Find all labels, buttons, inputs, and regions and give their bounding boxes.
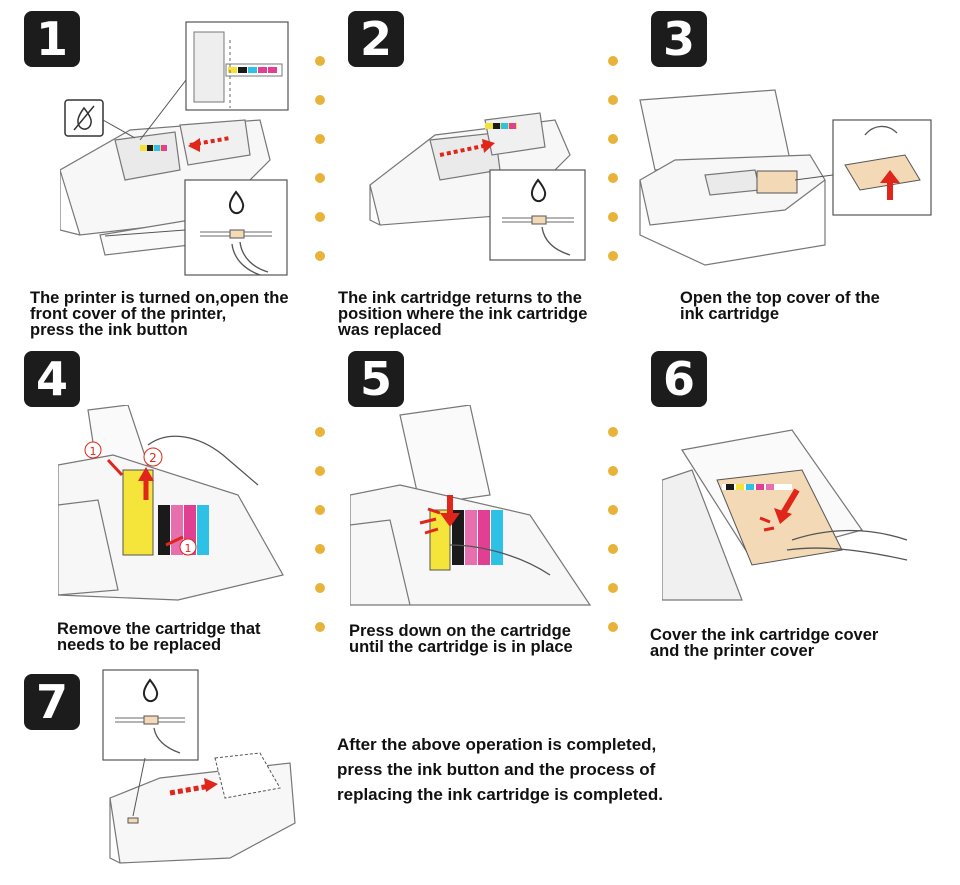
step-1-illustration — [60, 20, 300, 280]
step-6-badge: 6 — [651, 351, 707, 407]
step-5-badge: 5 — [348, 351, 404, 407]
step-4-caption: Remove the cartridge that needs to be re… — [57, 620, 261, 654]
step-2-caption: The ink cartridge returns to the positio… — [338, 289, 588, 339]
callout-circle-1a: 1 — [84, 441, 102, 459]
svg-text:2: 2 — [149, 451, 157, 465]
step-6-caption: Cover the ink cartridge cover and the pr… — [650, 626, 879, 660]
step-5-caption: Press down on the cartridge until the ca… — [349, 622, 573, 656]
separator-dots-row1-a — [315, 56, 327, 290]
callout-circle-2: 2 — [143, 447, 163, 467]
ink-button-inset — [184, 179, 288, 276]
step-7-illustration — [100, 668, 300, 868]
step-3-badge: 3 — [651, 11, 707, 67]
step-2-badge: 2 — [348, 11, 404, 67]
step-7-badge: 7 — [24, 674, 80, 730]
step-4-illustration: 1 2 1 — [58, 405, 298, 605]
step-7-caption: After the above operation is completed, … — [337, 735, 663, 804]
step-1-caption: The printer is turned on,open the front … — [30, 289, 289, 339]
step-3-caption: Open the top cover of the ink cartridge — [680, 289, 880, 323]
step-1-badge: 1 — [24, 11, 80, 67]
separator-dots-row2-a — [315, 427, 327, 661]
warning-icon — [64, 99, 104, 137]
step-4-badge: 4 — [24, 351, 80, 407]
ink-button-inset-2 — [489, 169, 586, 261]
separator-dots-row2-b — [608, 427, 620, 661]
separator-dots-row1-b — [608, 56, 620, 290]
step-6-illustration — [662, 410, 912, 605]
svg-text:1: 1 — [185, 542, 192, 555]
zoom-inset-cover — [832, 119, 932, 216]
zoom-inset-cartridge — [185, 21, 289, 111]
step-3-illustration — [635, 85, 935, 270]
step-2-illustration — [360, 95, 600, 265]
ink-button-inset-7 — [102, 669, 199, 761]
callout-circle-1b: 1 — [179, 538, 197, 556]
step-5-illustration — [350, 405, 600, 610]
svg-text:1: 1 — [90, 445, 97, 458]
